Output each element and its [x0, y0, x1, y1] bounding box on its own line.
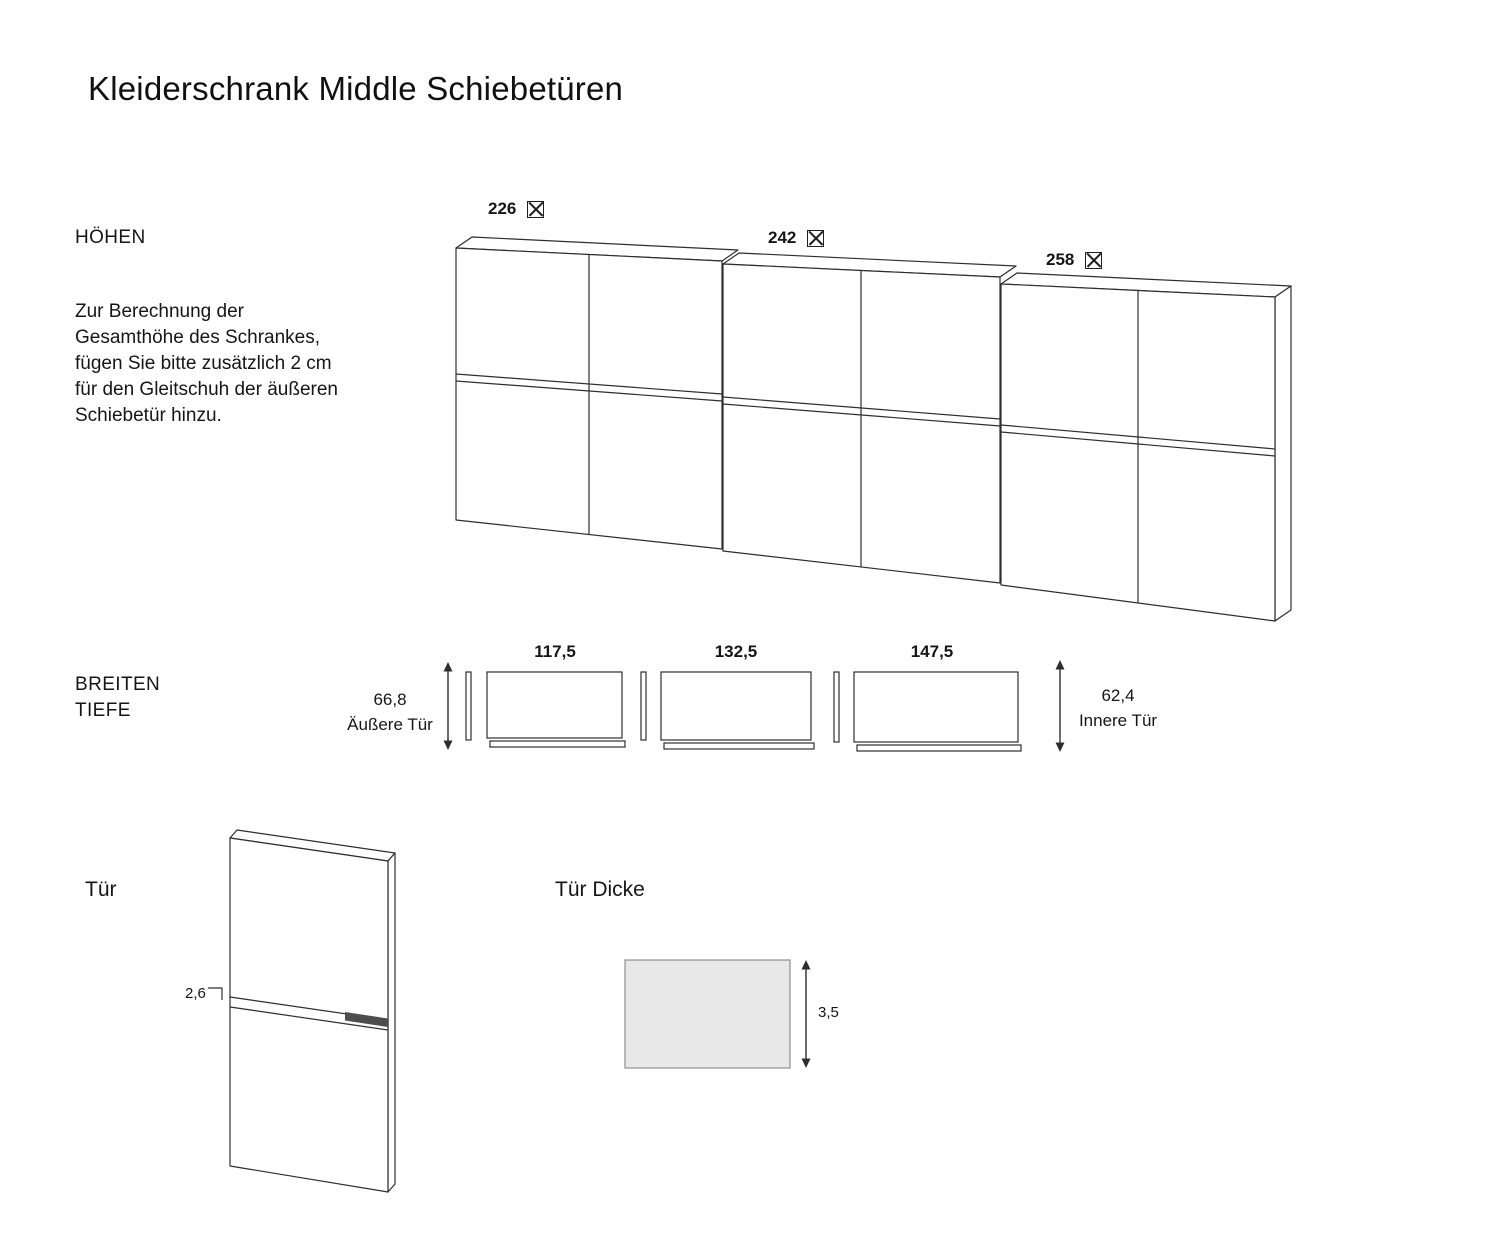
door-top-view-132	[660, 671, 812, 741]
wardrobe-elevation	[455, 236, 1292, 622]
door-thickness-view	[624, 959, 811, 1069]
outer-door-depth-arrow	[443, 662, 453, 750]
width-value-147: 147,5	[910, 642, 954, 661]
note-line: für den Gleitschuh der äußeren	[75, 379, 338, 400]
note-line: Schiebetür hinzu.	[75, 405, 222, 426]
handle-strip-bottom	[455, 380, 723, 402]
checked-checkbox-icon	[1085, 251, 1103, 269]
handle-strip-bottom	[1000, 431, 1276, 457]
note-line: fügen Sie bitte zusätzlich 2 cm	[75, 353, 332, 374]
height-option-226: 226	[488, 199, 545, 219]
width-value-132: 132,5	[714, 642, 758, 661]
handle-strip-top	[455, 373, 723, 395]
checked-checkbox-icon	[527, 200, 545, 218]
height-note: Zur Berechnung der Gesamthöhe des Schran…	[75, 299, 338, 429]
handle-strip-top	[1000, 424, 1276, 450]
handle-strip-top	[722, 396, 1001, 420]
section-label-tuer: Tür	[85, 878, 117, 901]
height-option-242: 242	[768, 228, 825, 248]
door-top-view-117	[486, 671, 623, 739]
door-edge-profile	[833, 671, 840, 743]
section-label-tuer-dicke: Tür Dicke	[555, 878, 645, 901]
outer-door-dimension: 66,8 Äußere Tür	[335, 687, 445, 737]
page-title: Kleiderschrank Middle Schiebetüren	[88, 70, 624, 107]
door-thickness-block	[624, 959, 791, 1069]
outer-door-label: Äußere Tür	[347, 715, 433, 734]
thickness-arrow	[801, 960, 811, 1068]
outer-door-value: 66,8	[373, 690, 407, 709]
wardrobe-unit-226	[455, 236, 739, 550]
width-top-views	[465, 671, 1022, 752]
handle-strip-bottom	[722, 403, 1001, 427]
section-label-tiefe: TIEFE	[75, 700, 131, 721]
height-option-258: 258	[1046, 250, 1103, 270]
inner-door-depth-arrow	[1055, 660, 1065, 752]
strip-height-value: 2,6	[185, 985, 206, 1002]
dimension-arrows	[443, 660, 1065, 752]
door-top-view-147	[853, 671, 1019, 743]
unit-side-panel	[1274, 285, 1292, 622]
door-edge-profile	[465, 671, 472, 741]
inner-door-value: 62,4	[1101, 686, 1135, 705]
checked-checkbox-icon	[807, 229, 825, 247]
section-label-breiten-tiefe: BREITEN TIEFE	[75, 672, 160, 724]
height-value: 226	[488, 199, 517, 218]
height-value: 242	[768, 228, 797, 247]
wardrobe-unit-242	[722, 252, 1017, 584]
section-label-breiten: BREITEN	[75, 674, 161, 695]
inner-door-label: Innere Tür	[1078, 711, 1158, 730]
note-line: Zur Berechnung der	[75, 301, 244, 322]
wardrobe-unit-258	[1000, 272, 1292, 622]
height-value: 258	[1046, 250, 1075, 269]
door-track-strip	[856, 744, 1022, 752]
door-side-edge	[387, 852, 396, 1193]
strip-dimension-leader	[208, 987, 223, 1000]
door-handle	[345, 1012, 388, 1027]
door-front	[229, 837, 389, 1193]
inner-door-dimension: 62,4 Innere Tür	[1058, 683, 1178, 733]
section-label-hoehen: HÖHEN	[75, 227, 146, 248]
note-line: Gesamthöhe des Schrankes,	[75, 327, 321, 348]
door-track-strip	[489, 740, 626, 748]
width-value-117: 117,5	[534, 642, 576, 661]
door-track-strip	[663, 742, 815, 750]
door-edge-profile	[640, 671, 647, 741]
door-strip-bottom	[229, 1006, 389, 1031]
thickness-value: 3,5	[818, 1004, 839, 1021]
door-elevation	[208, 829, 396, 1193]
